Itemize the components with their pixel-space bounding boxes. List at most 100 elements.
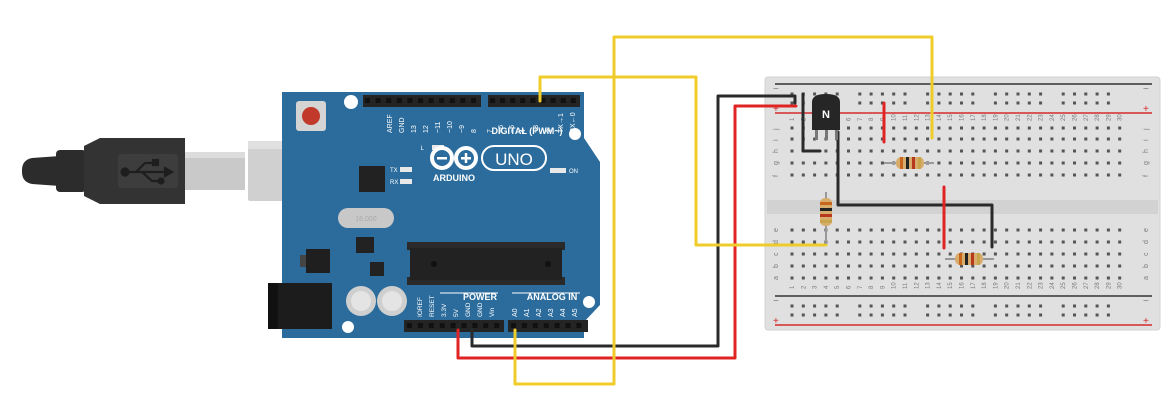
header-pin[interactable] (510, 98, 516, 103)
breadboard-hole[interactable] (892, 137, 896, 141)
breadboard-hole[interactable] (869, 252, 873, 256)
breadboard-hole[interactable] (982, 126, 986, 130)
rail-hole[interactable] (824, 92, 828, 96)
rail-hole[interactable] (1039, 92, 1043, 96)
breadboard-hole[interactable] (982, 173, 986, 177)
breadboard-hole[interactable] (948, 149, 952, 153)
breadboard-hole[interactable] (914, 240, 918, 244)
breadboard-hole[interactable] (1073, 137, 1076, 141)
breadboard-hole[interactable] (1073, 228, 1076, 232)
breadboard-hole[interactable] (937, 137, 941, 141)
rail-hole[interactable] (880, 313, 884, 317)
breadboard-hole[interactable] (914, 276, 918, 280)
breadboard-hole[interactable] (835, 264, 839, 268)
breadboard-hole[interactable] (1050, 126, 1054, 130)
breadboard-hole[interactable] (926, 228, 930, 232)
breadboard-hole[interactable] (847, 137, 850, 141)
rail-hole[interactable] (1095, 304, 1099, 308)
rail-hole[interactable] (1095, 101, 1099, 105)
breadboard-hole[interactable] (847, 252, 850, 256)
breadboard-hole[interactable] (937, 240, 941, 244)
header-pin[interactable] (450, 323, 456, 328)
breadboard-hole[interactable] (1061, 240, 1065, 244)
breadboard-hole[interactable] (960, 228, 963, 232)
breadboard-hole[interactable] (971, 228, 975, 232)
breadboard-hole[interactable] (801, 264, 805, 268)
breadboard-hole[interactable] (858, 228, 862, 232)
breadboard-hole[interactable] (1039, 276, 1043, 280)
npn-transistor[interactable]: N (812, 94, 840, 140)
breadboard-holes[interactable] (790, 92, 1122, 317)
breadboard-hole[interactable] (993, 126, 997, 130)
breadboard-hole[interactable] (971, 240, 975, 244)
breadboard-hole[interactable] (1073, 126, 1076, 130)
header-pin[interactable] (530, 98, 536, 103)
breadboard-hole[interactable] (1118, 240, 1122, 244)
breadboard-hole[interactable] (982, 252, 986, 256)
breadboard-hole[interactable] (903, 276, 907, 280)
header-pin[interactable] (449, 98, 455, 103)
breadboard-hole[interactable] (993, 228, 997, 232)
breadboard-hole[interactable] (1106, 161, 1110, 165)
breadboard-hole[interactable] (1027, 252, 1031, 256)
breadboard-hole[interactable] (971, 161, 975, 165)
rail-hole[interactable] (1061, 313, 1065, 317)
rail-hole[interactable] (790, 313, 794, 317)
breadboard-hole[interactable] (1061, 126, 1065, 130)
rail-hole[interactable] (948, 101, 952, 105)
breadboard-hole[interactable] (993, 161, 997, 165)
breadboard-hole[interactable] (1027, 264, 1031, 268)
rail-hole[interactable] (1039, 313, 1043, 317)
breadboard-hole[interactable] (1095, 137, 1099, 141)
breadboard-hole[interactable] (1061, 173, 1065, 177)
rail-hole[interactable] (1005, 304, 1009, 308)
breadboard-hole[interactable] (1027, 137, 1031, 141)
breadboard-hole[interactable] (960, 240, 963, 244)
breadboard-hole[interactable] (1027, 161, 1031, 165)
rail-hole[interactable] (1106, 313, 1110, 317)
breadboard-hole[interactable] (1005, 240, 1009, 244)
breadboard-hole[interactable] (790, 126, 794, 130)
breadboard-hole[interactable] (790, 252, 794, 256)
breadboard-hole[interactable] (880, 173, 884, 177)
breadboard-hole[interactable] (1050, 276, 1054, 280)
breadboard-hole[interactable] (858, 161, 862, 165)
breadboard-hole[interactable] (1027, 228, 1031, 232)
breadboard-hole[interactable] (858, 276, 862, 280)
breadboard-hole[interactable] (1039, 173, 1043, 177)
breadboard-hole[interactable] (960, 264, 963, 268)
breadboard-hole[interactable] (847, 149, 850, 153)
breadboard-hole[interactable] (1095, 228, 1099, 232)
breadboard-hole[interactable] (880, 264, 884, 268)
rail-hole[interactable] (971, 313, 975, 317)
breadboard-hole[interactable] (824, 264, 828, 268)
breadboard-hole[interactable] (1050, 173, 1054, 177)
header-pin[interactable] (520, 98, 526, 103)
breadboard-hole[interactable] (824, 252, 828, 256)
breadboard-hole[interactable] (1118, 173, 1122, 177)
rail-hole[interactable] (869, 92, 873, 96)
breadboard-hole[interactable] (847, 276, 850, 280)
breadboard-hole[interactable] (903, 228, 907, 232)
breadboard-hole[interactable] (1118, 137, 1122, 141)
breadboard-hole[interactable] (880, 149, 884, 153)
breadboard-hole[interactable] (1016, 161, 1020, 165)
resistor[interactable] (884, 157, 934, 169)
breadboard-hole[interactable] (1039, 149, 1043, 153)
breadboard-hole[interactable] (1061, 252, 1065, 256)
rail-hole[interactable] (948, 92, 952, 96)
breadboard-hole[interactable] (937, 173, 941, 177)
breadboard-hole[interactable] (948, 173, 952, 177)
wire-black-gnd[interactable] (470, 94, 797, 348)
breadboard-hole[interactable] (914, 228, 918, 232)
breadboard-hole[interactable] (1084, 126, 1088, 130)
rail-hole[interactable] (1005, 313, 1009, 317)
breadboard-hole[interactable] (880, 240, 884, 244)
breadboard-hole[interactable] (835, 228, 839, 232)
breadboard-hole[interactable] (1073, 161, 1076, 165)
breadboard-hole[interactable] (948, 126, 952, 130)
header-pin[interactable] (439, 98, 445, 103)
breadboard-hole[interactable] (914, 149, 918, 153)
breadboard-hole[interactable] (903, 137, 907, 141)
breadboard-hole[interactable] (926, 126, 930, 130)
